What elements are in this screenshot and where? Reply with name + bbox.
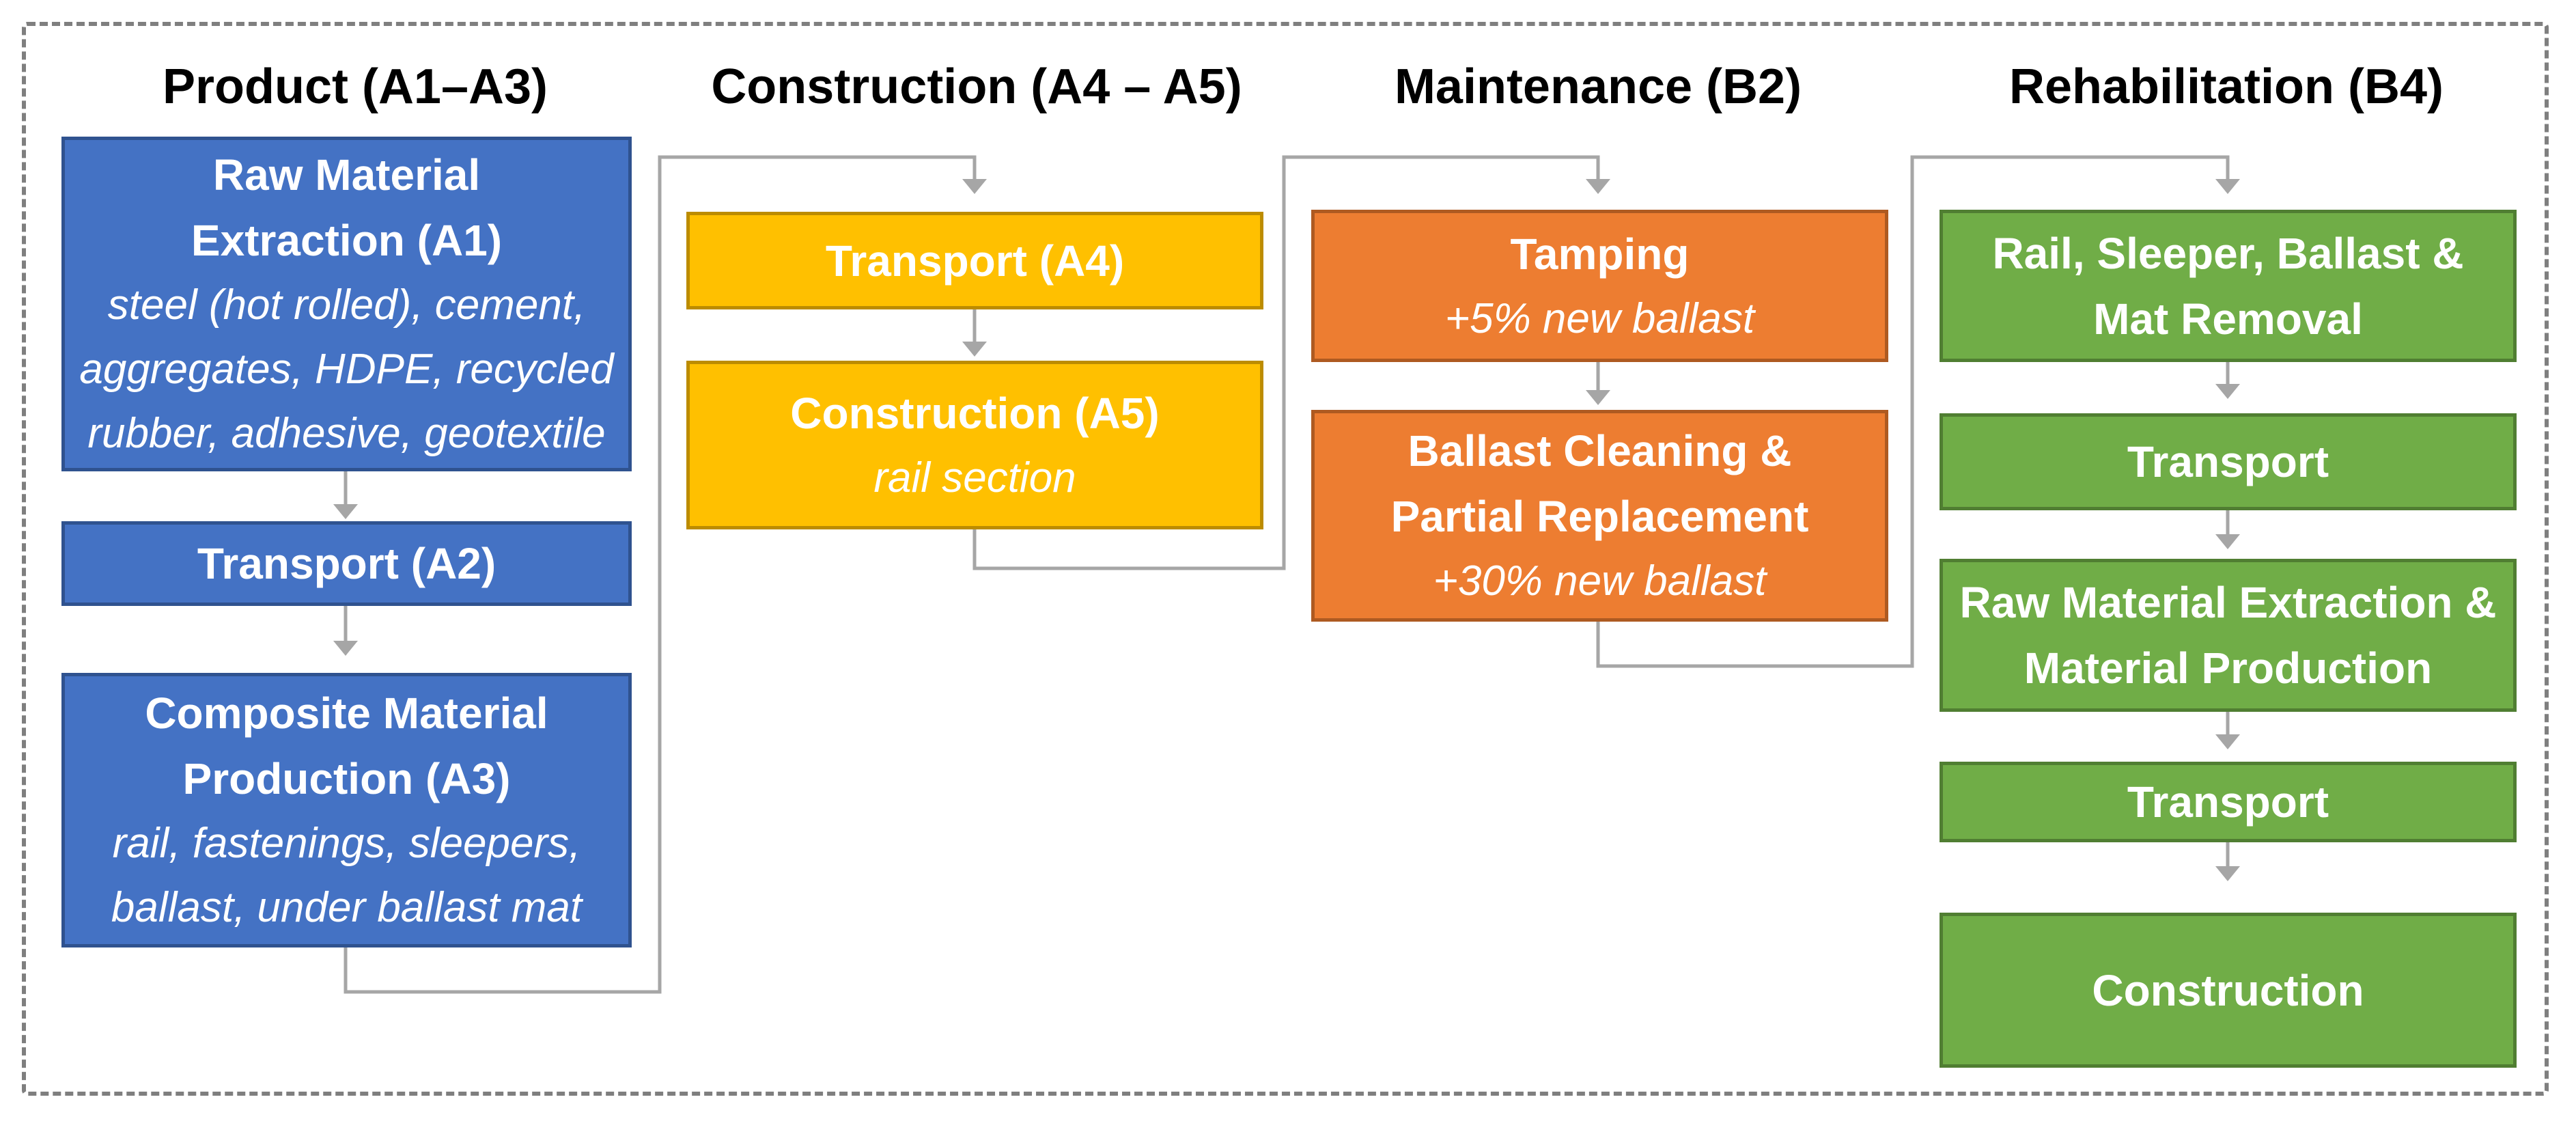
arrowhead-a3 — [333, 641, 358, 656]
box-title: Transport — [2127, 777, 2329, 827]
box-title: Transport (A4) — [825, 236, 1125, 286]
box-tamping: Tamping +5% new ballast — [1311, 210, 1888, 362]
box-transport-rehab-1: Transport — [1940, 413, 2517, 510]
connector-construction-to-maintenance — [972, 155, 1600, 570]
box-transport-rehab-2: Transport — [1940, 762, 2517, 842]
box-detail: +30% new ballast — [1433, 557, 1767, 605]
heading-product: Product (A1–A3) — [162, 59, 548, 114]
arrowhead-extraction — [2215, 534, 2240, 549]
box-title: Construction — [2092, 965, 2364, 1015]
box-detail: +5% new ballast — [1444, 294, 1755, 342]
box-title: Raw Material Extraction & Material Produ… — [1959, 578, 2497, 693]
connector-product-to-construction — [344, 155, 977, 994]
box-detail: steel (hot rolled), cement, aggregates, … — [79, 281, 614, 457]
arrowhead-construction — [2215, 866, 2240, 881]
box-raw-material-extraction-a1: Raw Material Extraction (A1) steel (hot … — [61, 137, 632, 471]
box-raw-material-production: Raw Material Extraction & Material Produ… — [1940, 559, 2517, 712]
arrowhead-tamping — [1586, 179, 1610, 194]
box-title: Raw Material Extraction (A1) — [191, 150, 503, 265]
box-title: Composite Material Production (A3) — [145, 689, 548, 803]
arrowhead-a4 — [962, 179, 987, 194]
arrowhead-a5 — [962, 342, 987, 357]
box-title: Ballast Cleaning & Partial Replacement — [1390, 426, 1809, 541]
box-transport-a2: Transport (A2) — [61, 521, 632, 606]
box-title: Rail, Sleeper, Ballast & Mat Removal — [1992, 228, 2464, 344]
box-title: Construction (A5) — [790, 388, 1160, 438]
arrowhead-transport-1 — [2215, 384, 2240, 399]
box-removal: Rail, Sleeper, Ballast & Mat Removal — [1940, 210, 2517, 362]
arrowhead-a2 — [333, 504, 358, 519]
box-composite-material-production-a3: Composite Material Production (A3) rail,… — [61, 673, 632, 947]
arrowhead-cleaning — [1586, 390, 1610, 405]
heading-rehabilitation: Rehabilitation (B4) — [2008, 59, 2444, 114]
box-title: Transport — [2127, 437, 2329, 486]
box-detail: rail section — [873, 454, 1076, 501]
box-ballast-cleaning: Ballast Cleaning & Partial Replacement +… — [1311, 410, 1888, 622]
box-title: Transport (A2) — [197, 539, 496, 588]
arrowhead-removal — [2215, 179, 2240, 194]
connector-maintenance-to-rehabilitation — [1596, 155, 2230, 668]
box-detail: rail, fastenings, sleepers, ballast, und… — [111, 820, 583, 931]
box-title: Tamping — [1510, 229, 1690, 279]
diagram-frame — [22, 22, 2549, 1096]
arrowhead-transport-2 — [2215, 734, 2240, 749]
box-transport-a4: Transport (A4) — [686, 212, 1263, 309]
heading-construction: Construction (A4 – A5) — [711, 59, 1242, 114]
box-construction-a5: Construction (A5) rail section — [686, 361, 1263, 529]
heading-maintenance: Maintenance (B2) — [1394, 59, 1802, 114]
box-construction-rehab: Construction — [1940, 913, 2517, 1068]
